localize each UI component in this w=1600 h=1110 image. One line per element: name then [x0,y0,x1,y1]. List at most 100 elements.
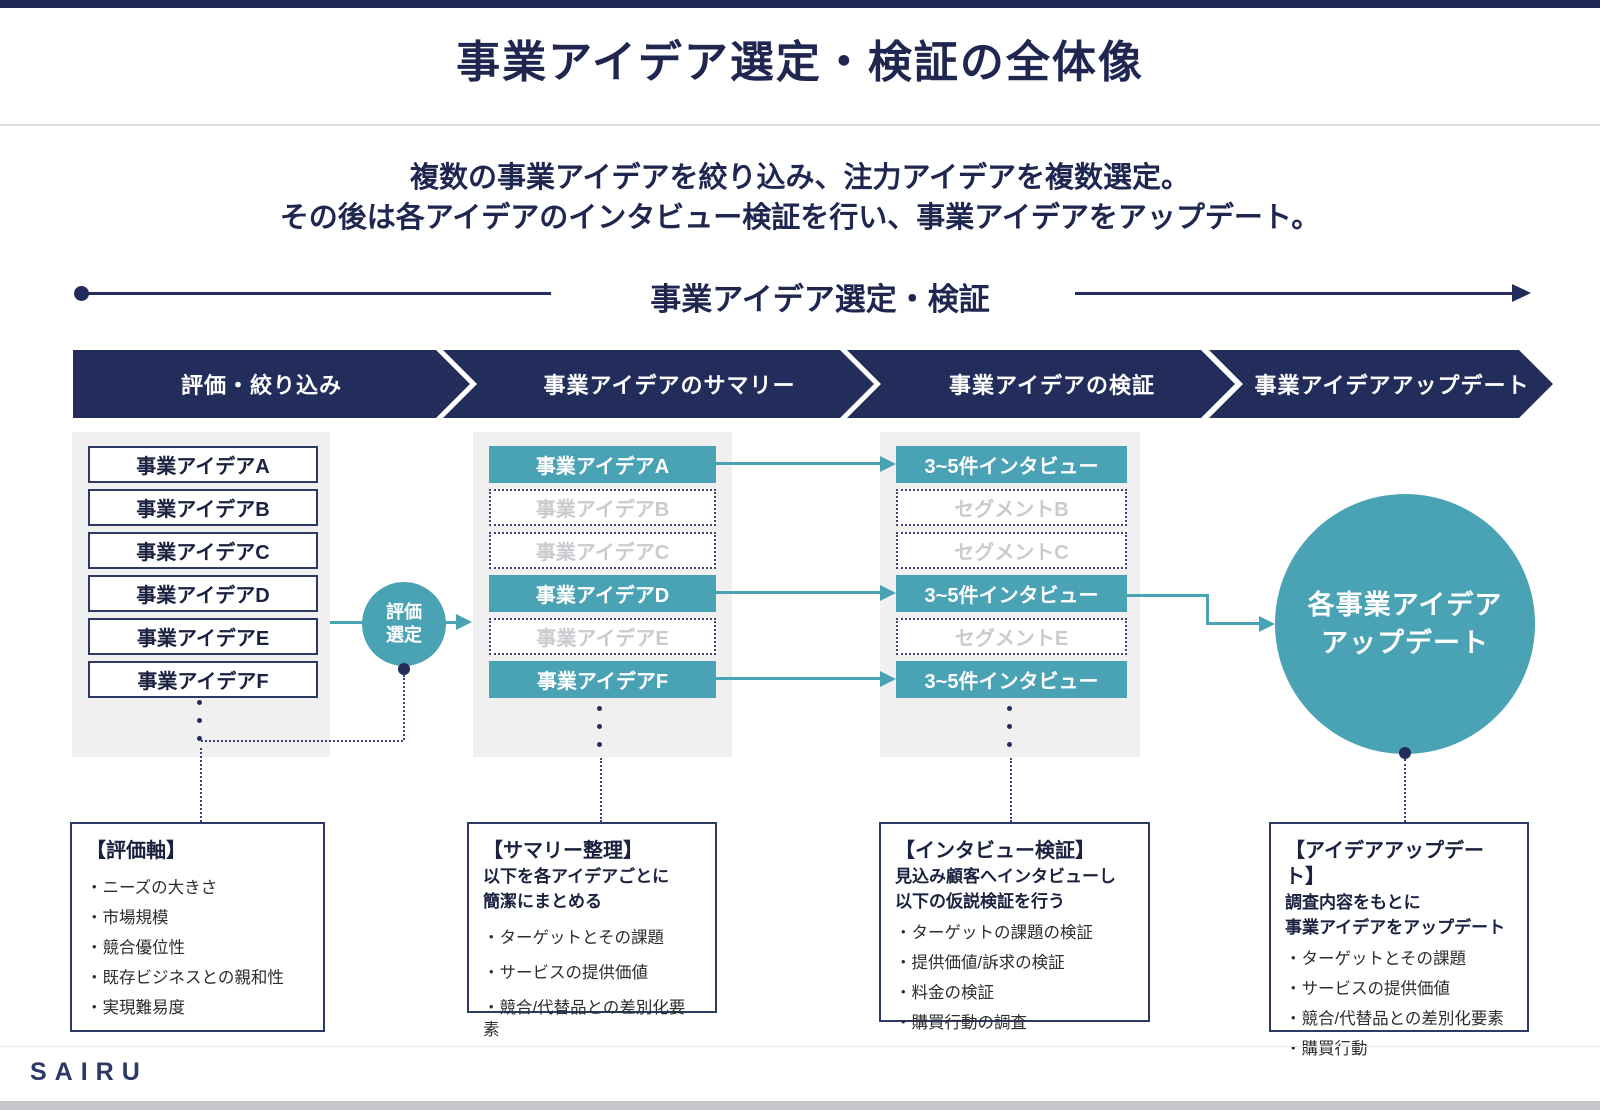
segment-box-c-label: セグメントC [954,542,1069,564]
process-step-3: 事業アイデアの検証 [847,350,1235,418]
criteria-item: ・競合優位性 [86,939,185,957]
interview-item: ・提供価値/訴求の検証 [895,954,1065,972]
segment-box-e-label: セグメントE [954,628,1069,650]
process-step-4-label: 事業アイデアアップデート [1254,373,1530,398]
process-step-1-label: 評価・絞り込み [180,373,342,398]
connector-validation-elbow-vertical [1206,594,1209,625]
criteria-item: ・市場規模 [86,909,169,927]
update-circle-line-1: 各事業アイデア [1307,590,1503,620]
criteria-item: ・ニーズの大きさ [86,879,218,897]
top-accent-bar [0,0,1600,8]
summary-box-e: 事業アイデアE [489,618,716,655]
interview-detail-box: 【インタビュー検証】 見込み顧客へインタビューし 以下の仮説検証を行う ・ターゲ… [879,822,1150,1032]
process-step-1: 評価・絞り込み [73,350,470,418]
interview-box-a: 3~5件インタビュー [896,446,1127,483]
interview-box-f-label: 3~5件インタビュー [924,671,1099,693]
validation-ellipsis-dot [1007,724,1012,729]
summary-box-a-label: 事業アイデアA [535,456,670,478]
evaluation-circle-anchor-dot [398,663,410,675]
summary-item: ・競合/代替品との差別化要素 [483,999,686,1039]
timeline-arrowhead-icon [1512,284,1531,302]
update-detail-box: 【アイデアアップデート】 調査内容をもとに 事業アイデアをアップデート ・ターゲ… [1269,822,1529,1058]
evaluation-circle-line-1: 評価 [386,602,422,622]
connector-d-arrowhead-icon [880,585,896,601]
title-divider [0,124,1600,126]
interview-box-title: 【インタビュー検証】 [895,840,1095,862]
criteria-item: ・実現難易度 [86,999,185,1017]
summary-box-e-label: 事業アイデアE [536,628,669,650]
subtitle-line-1: 複数の事業アイデアを絞り込み、注力アイデアを複数選定。 [409,162,1191,194]
update-item: ・競合/代替品との差別化要素 [1285,1010,1504,1028]
dotted-line-to-criteria-box [200,748,202,822]
dotted-line-to-summary-box [600,758,602,822]
process-step-3-label: 事業アイデアの検証 [949,373,1155,398]
update-circle-line-2: アップデート [1321,628,1489,658]
validation-ellipsis-dot [1007,742,1012,747]
dotted-line-to-interview-box [1010,758,1012,822]
update-item: ・サービスの提供価値 [1285,980,1450,998]
update-circle-anchor-dot [1399,747,1411,759]
page-title: 事業アイデア選定・検証の全体像 [456,38,1144,87]
summary-box-b: 事業アイデアB [489,489,716,526]
interview-box-subtitle-2: 以下の仮説検証を行う [895,892,1065,911]
idea-box-f: 事業アイデアF [88,661,318,698]
idea-box-b: 事業アイデアB [88,489,318,526]
interview-box-subtitle-1: 見込み顧客へインタビューし [895,867,1116,886]
idea-box-e-label: 事業アイデアE [136,628,270,650]
summary-ellipsis-dot [597,706,602,711]
summary-box-subtitle-1: 以下を各アイデアごとに [483,867,670,886]
connector-summary-f-to-interview [716,677,882,680]
idea-box-a-label: 事業アイデアA [136,456,270,478]
summary-box-subtitle-2: 簡潔にまとめる [483,892,602,911]
timeline-line-left [81,292,551,295]
criteria-box-title: 【評価軸】 [86,840,186,862]
interview-box-d-label: 3~5件インタビュー [924,585,1099,607]
validation-ellipsis-dot [1007,706,1012,711]
summary-item: ・サービスの提供価値 [483,964,648,982]
idea-box-d: 事業アイデアD [88,575,318,612]
update-box-subtitle-2: 事業アイデアをアップデート [1285,918,1506,937]
ideas-ellipsis-dot [197,736,202,741]
dotted-line-evaluation-horizontal [201,740,403,742]
connector-ideas-arrowhead-icon [456,614,472,630]
update-item: ・ターゲットとその課題 [1285,950,1467,968]
process-step-4: 事業アイデアアップデート [1209,350,1553,418]
process-step-2: 事業アイデアのサマリー [443,350,874,418]
idea-box-b-label: 事業アイデアB [136,499,270,521]
page-subtitle: 複数の事業アイデアを絞り込み、注力アイデアを複数選定。 その後は各アイデアのイン… [0,158,1600,238]
criteria-item: ・既存ビジネスとの親和性 [86,969,284,987]
evaluation-selection-circle: 評価 選定 [362,582,446,666]
connector-summary-a-to-interview [716,462,882,465]
update-item: ・購買行動 [1285,1040,1368,1058]
idea-box-d-label: 事業アイデアD [136,585,270,607]
connector-f-arrowhead-icon [880,671,896,687]
ideas-ellipsis-dot [197,700,202,705]
dotted-line-evaluation-down [403,675,405,740]
summary-item: ・ターゲットとその課題 [483,929,665,947]
summary-box-c: 事業アイデアC [489,532,716,569]
summary-box-a: 事業アイデアA [489,446,716,483]
summary-box-title: 【サマリー整理】 [483,840,643,862]
summary-box-f: 事業アイデアF [489,661,716,698]
idea-box-f-label: 事業アイデアF [137,671,269,693]
update-circle: 各事業アイデア アップデート [1275,494,1535,754]
ideas-ellipsis-dot [197,718,202,723]
idea-box-c: 事業アイデアC [88,532,318,569]
summary-box-d: 事業アイデアD [489,575,716,612]
connector-update-arrowhead-icon [1259,616,1275,632]
segment-box-b: セグメントB [896,489,1127,526]
connector-summary-d-to-interview [716,591,882,594]
interview-box-f: 3~5件インタビュー [896,661,1127,698]
summary-box-d-label: 事業アイデアD [535,585,670,607]
timeline-label: 事業アイデア選定・検証 [650,282,990,317]
summary-box-b-label: 事業アイデアB [535,499,670,521]
interview-item: ・ターゲットの課題の検証 [895,924,1093,942]
process-step-2-label: 事業アイデアのサマリー [543,373,796,398]
sairu-logo: SAIRU [30,1058,148,1086]
idea-box-a: 事業アイデアA [88,446,318,483]
summary-ellipsis-dot [597,742,602,747]
summary-box-f-label: 事業アイデアF [536,671,669,693]
update-box-title: 【アイデアアップデート】 [1285,840,1484,888]
interview-item: ・料金の検証 [895,984,994,1002]
